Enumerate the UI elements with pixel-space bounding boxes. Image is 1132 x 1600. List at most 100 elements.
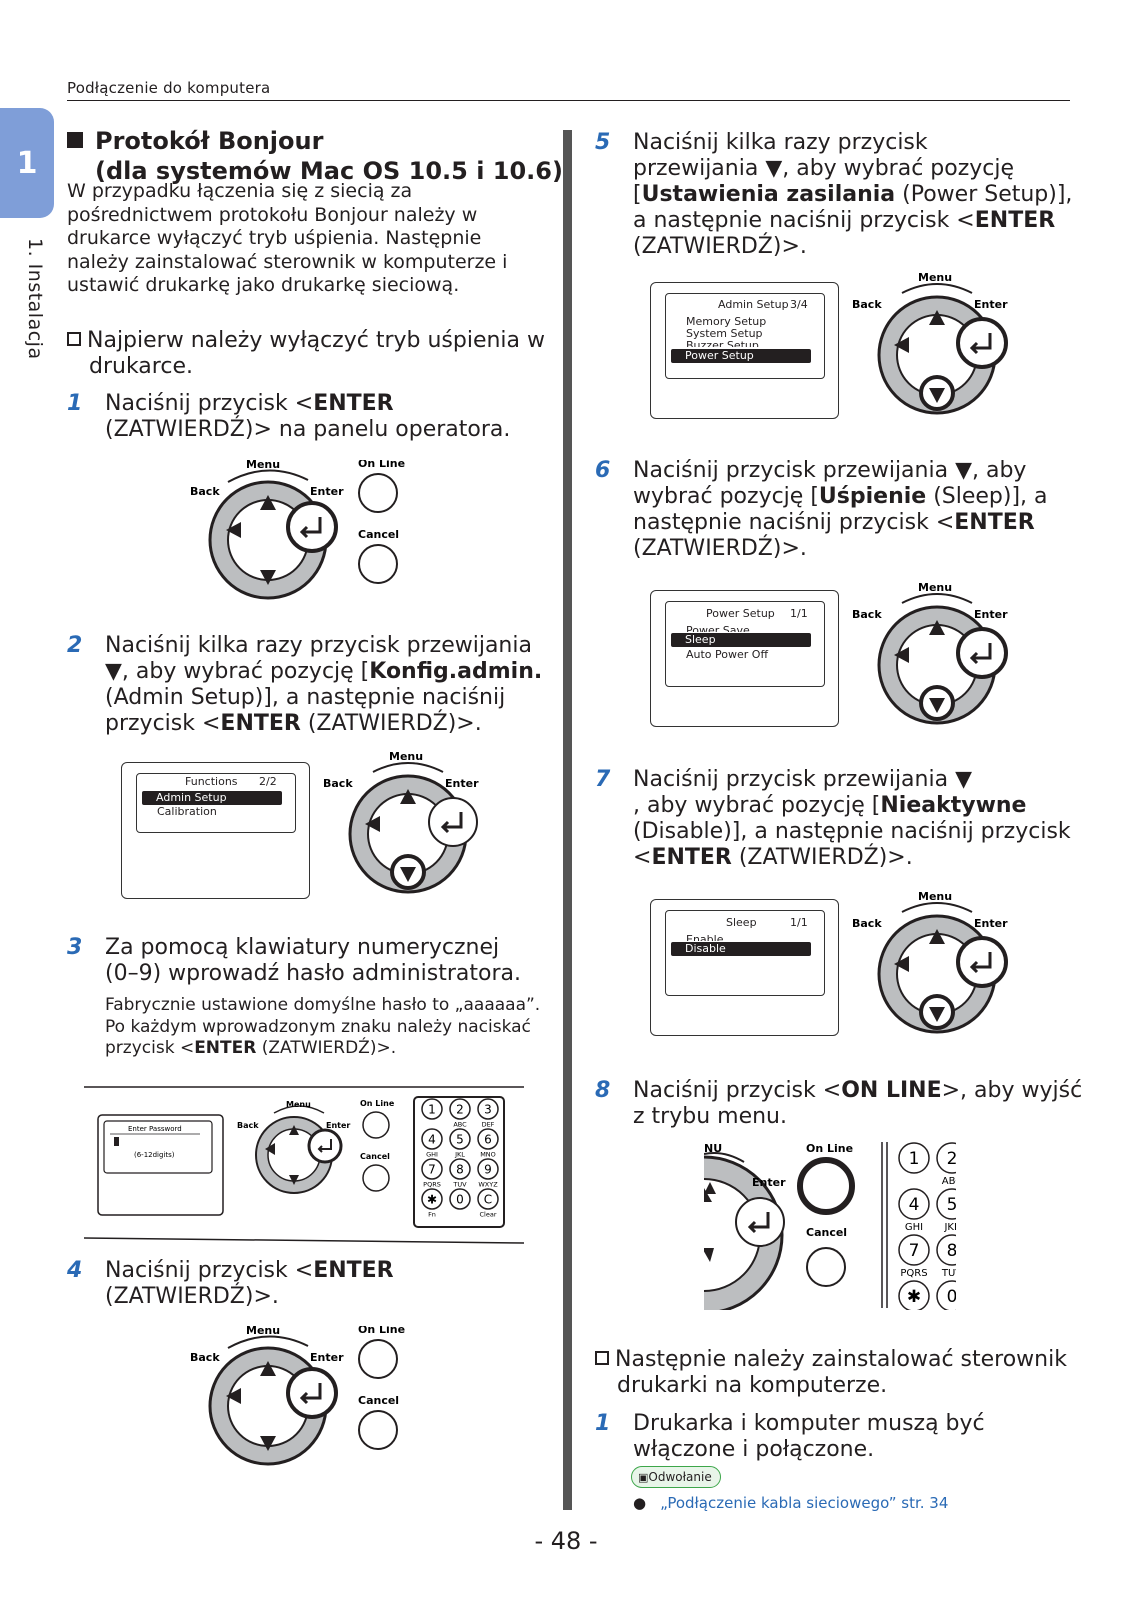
key-8[interactable] xyxy=(936,1234,956,1266)
back-arrow-icon[interactable] xyxy=(365,816,380,832)
step-number: 3 xyxy=(67,935,83,960)
lcd-item: Power Save xyxy=(686,624,750,632)
key-3[interactable] xyxy=(477,1098,499,1120)
key-9[interactable] xyxy=(477,1158,499,1180)
square-bullet-icon xyxy=(67,132,83,148)
chapter-label: 1. Instalacja xyxy=(24,238,46,360)
enter-button[interactable] xyxy=(428,797,478,847)
lcd-selected-item[interactable]: Disable xyxy=(671,942,811,956)
down-arrow-icon[interactable] xyxy=(260,1436,276,1451)
enter-button[interactable] xyxy=(307,1128,343,1164)
display-frame: Power Setup 1/1 Power Save Sleep Auto Po… xyxy=(650,590,839,727)
back-arrow-icon[interactable] xyxy=(894,647,909,663)
down-arrow-icon[interactable] xyxy=(260,570,276,585)
key-label: 7 xyxy=(428,1162,436,1176)
key-6[interactable] xyxy=(477,1128,499,1150)
chapter-tab[interactable]: 1 xyxy=(0,108,54,218)
key-letters: GHI xyxy=(426,1151,438,1159)
back-arrow-icon[interactable] xyxy=(226,522,241,538)
fn-key-icon: ✱ xyxy=(907,1287,921,1307)
key-label: 7 xyxy=(909,1241,920,1261)
section-heading: Protokół Bonjour (dla systemów Mac OS 10… xyxy=(67,126,563,186)
key-5[interactable] xyxy=(936,1188,956,1220)
online-button-highlighted[interactable] xyxy=(797,1157,855,1215)
enter-icon xyxy=(747,1212,770,1234)
up-arrow-icon[interactable] xyxy=(929,310,945,325)
key-8[interactable] xyxy=(449,1158,471,1180)
running-header: Podłączenie do komputera xyxy=(67,79,271,97)
operator-panel-figure-1: Menu Back Enter On Line Cancel xyxy=(190,460,405,600)
operator-panel-keypad-figure: Enter Password (6-12digits) Menu Back En… xyxy=(84,1086,524,1244)
online-label: On Line xyxy=(358,460,405,470)
header-rule xyxy=(67,100,1070,101)
cancel-label: Cancel xyxy=(358,1394,399,1407)
up-arrow-icon[interactable] xyxy=(400,789,416,804)
fn-key[interactable] xyxy=(898,1280,930,1310)
key-2[interactable] xyxy=(936,1142,956,1174)
back-arrow-icon[interactable] xyxy=(894,956,909,972)
key-label: 8 xyxy=(456,1162,464,1176)
step-5-text: Naciśnij kilka razy przycisk przewijania… xyxy=(633,130,1073,259)
key-label: 1 xyxy=(909,1149,920,1169)
key-0[interactable] xyxy=(449,1188,471,1210)
down-arrow-icon[interactable] xyxy=(704,1248,714,1262)
step-number: 5 xyxy=(595,130,611,155)
clear-key[interactable] xyxy=(477,1188,499,1210)
key-2[interactable] xyxy=(449,1098,471,1120)
cancel-button[interactable] xyxy=(358,544,398,584)
key-5[interactable] xyxy=(449,1128,471,1150)
up-arrow-icon[interactable] xyxy=(929,620,945,635)
up-arrow-icon[interactable] xyxy=(289,1125,299,1135)
enter-label: Enter xyxy=(974,917,1008,930)
page-number: - 48 - xyxy=(534,1527,598,1555)
key-0[interactable] xyxy=(936,1280,956,1310)
back-arrow-icon[interactable] xyxy=(226,1388,241,1404)
operator-panel-figure-6: Menu Back Enter xyxy=(852,583,1008,725)
key-7[interactable] xyxy=(421,1158,443,1180)
lcd-selected-item[interactable]: Power Setup xyxy=(671,349,811,363)
enter-button[interactable] xyxy=(956,317,1008,369)
up-arrow-icon[interactable] xyxy=(260,495,276,510)
enter-button[interactable] xyxy=(956,627,1008,679)
online-button[interactable] xyxy=(362,1111,390,1139)
step-7-text: Naciśnij przycisk przewijania ▼ , aby wy… xyxy=(633,767,1071,870)
fn-key[interactable] xyxy=(421,1188,443,1210)
enter-button[interactable] xyxy=(956,936,1008,988)
menu-label: Menu xyxy=(918,892,952,903)
lcd-selected-item[interactable]: Admin Setup xyxy=(142,791,282,805)
enter-button[interactable] xyxy=(286,501,338,553)
key-1[interactable] xyxy=(898,1142,930,1174)
online-button[interactable] xyxy=(358,1339,398,1379)
up-arrow-icon[interactable] xyxy=(704,1182,716,1194)
key-7[interactable] xyxy=(898,1234,930,1266)
online-button[interactable] xyxy=(358,473,398,513)
lcd-selected-item[interactable]: Sleep xyxy=(671,633,811,647)
key-label: 4 xyxy=(909,1195,920,1215)
lcd-cursor xyxy=(114,1137,119,1146)
up-arrow-icon[interactable] xyxy=(929,929,945,944)
lcd-item: System Setup xyxy=(686,327,763,340)
key-4[interactable] xyxy=(898,1188,930,1220)
lcd-title: Enter Password xyxy=(128,1125,182,1133)
reference-badge: ▣Odwołanie xyxy=(631,1466,721,1488)
back-arrow-icon[interactable] xyxy=(265,1143,275,1155)
reference-link[interactable]: ●„Podłączenie kabla sieciowego” str. 34 xyxy=(633,1494,949,1512)
step-2-text: Naciśnij kilka razy przycisk przewijania… xyxy=(105,633,543,736)
up-arrow-icon[interactable] xyxy=(260,1361,276,1376)
cancel-button[interactable] xyxy=(806,1247,846,1287)
back-arrow-icon[interactable] xyxy=(894,337,909,353)
online-panel-figure: NU Enter On Line Cancel 12ABC3DEF4GHI5JK… xyxy=(704,1142,956,1310)
cancel-button[interactable] xyxy=(358,1410,398,1450)
enter-button[interactable] xyxy=(735,1197,785,1247)
enter-button[interactable] xyxy=(286,1367,338,1419)
cancel-label: Cancel xyxy=(360,1152,390,1161)
down-arrow-icon[interactable] xyxy=(289,1175,299,1185)
online-label: On Line xyxy=(360,1099,395,1108)
key-label: 2 xyxy=(947,1149,956,1169)
step-3-text: Za pomocą klawiatury numerycznej (0–9) w… xyxy=(105,935,521,986)
key-1[interactable] xyxy=(421,1098,443,1120)
cancel-button[interactable] xyxy=(362,1164,390,1192)
key-4[interactable] xyxy=(421,1128,443,1150)
menu-label: Menu xyxy=(286,1100,311,1109)
